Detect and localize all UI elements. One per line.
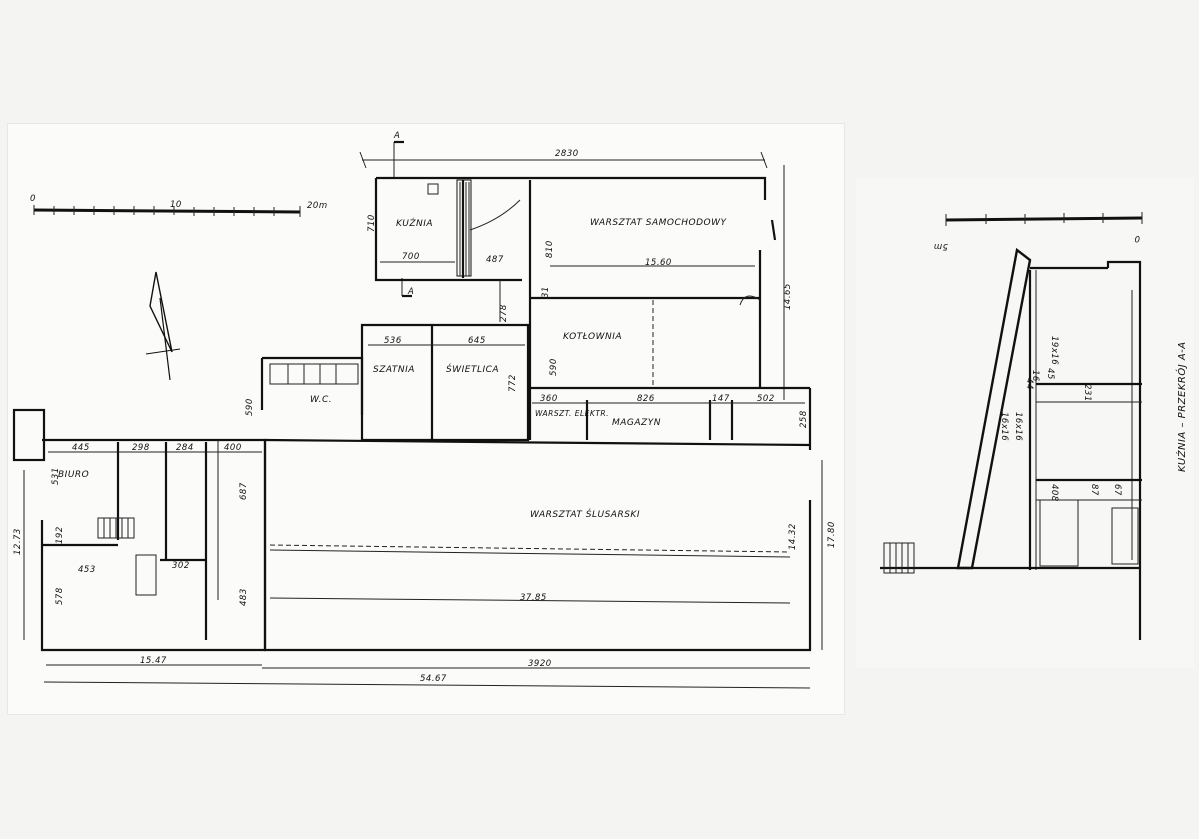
dim-645: 645: [468, 336, 486, 346]
dim-578: 578: [55, 587, 65, 605]
dim-1465: 14.65: [783, 283, 793, 310]
dim-710: 710: [367, 214, 377, 232]
dim-284: 284: [176, 443, 194, 453]
sec-dim-16: 16: [1030, 370, 1040, 382]
dim-31: 31: [541, 286, 551, 298]
dim-192: 192: [55, 526, 65, 544]
sec-dim-16x16-a: 16x16: [999, 412, 1009, 441]
scale-zero-label: 0: [30, 194, 36, 204]
dim-590b: 590: [245, 398, 255, 416]
dim-810: 810: [545, 240, 555, 258]
sec-dim-44: 44: [1024, 378, 1034, 390]
dim-298: 298: [132, 443, 150, 453]
sec-dim-16x16-b: 16x16: [1013, 412, 1023, 441]
dim-5467: 54.67: [420, 674, 447, 684]
dim-1780: 17.80: [827, 521, 837, 548]
scale-bar: 0 10 20m: [30, 194, 328, 217]
dim-445: 445: [72, 443, 90, 453]
dim-278: 278: [499, 304, 509, 322]
room-kotlownia: KOTŁOWNIA: [563, 332, 622, 342]
room-swietlica: ŚWIETLICA: [446, 363, 499, 375]
dim-360: 360: [540, 394, 558, 404]
room-magazyn: MAGAZYN: [612, 418, 661, 428]
north-arrow-icon: [145, 271, 181, 381]
room-warsztat-samochodowy: WARSZTAT SAMOCHODOWY: [590, 218, 728, 228]
dim-453: 453: [78, 565, 96, 575]
room-warsztat-slusarski: WARSZTAT ŚLUSARSKI: [530, 508, 640, 520]
room-szatnia: SZATNIA: [373, 365, 415, 375]
dim-147: 147: [712, 394, 730, 404]
sec-dim-87: 87: [1089, 484, 1099, 496]
dim-772: 772: [508, 374, 518, 392]
dim-400: 400: [224, 443, 242, 453]
dim-2830: 2830: [555, 149, 579, 159]
scale-twenty-label: 20m: [307, 201, 328, 211]
section-paper: [856, 178, 1194, 668]
section-title: KUŹNIA – PRZEKRÓJ A-A: [1175, 341, 1188, 472]
dim-700: 700: [402, 252, 420, 262]
sec-dim-67: 67: [1112, 484, 1122, 496]
sec-dim-19x16: 19x16: [1049, 336, 1059, 365]
section-scale-zero: 0: [1134, 233, 1140, 243]
dim-487: 487: [486, 255, 504, 265]
dim-502: 502: [757, 394, 775, 404]
dim-1547: 15.47: [140, 656, 167, 666]
plan-paper: [8, 124, 844, 714]
scale-ten-label: 10: [170, 200, 182, 210]
room-warsztat-elektr: WARSZT. ELEKTR.: [535, 409, 609, 418]
section-mark-top: A: [393, 131, 400, 141]
dim-258: 258: [799, 410, 809, 428]
floor-plan: 2830 A A KUŹNIA 710 700 487: [12, 131, 837, 689]
room-wc: W.C.: [310, 395, 332, 405]
dim-1560: 15.60: [645, 258, 672, 268]
dim-590a: 590: [549, 358, 559, 376]
section-scale-five: 5m: [933, 241, 948, 251]
dim-3785: 37.85: [520, 593, 547, 603]
room-kuznia: KUŹNIA: [396, 217, 433, 229]
sec-dim-45: 45: [1045, 368, 1055, 380]
dim-483: 483: [239, 588, 249, 606]
dim-536: 536: [384, 336, 402, 346]
room-biuro: BIURO: [58, 470, 89, 480]
dim-1432: 14.32: [788, 523, 798, 550]
sec-dim-231: 231: [1082, 384, 1092, 402]
dim-302: 302: [172, 561, 190, 571]
dim-3920: 3920: [528, 659, 552, 669]
section-a-a: 0 5m 19x16 44 16 45 23: [880, 212, 1188, 640]
section-mark-bottom: A: [407, 287, 414, 297]
dim-826: 826: [637, 394, 655, 404]
dim-687: 687: [239, 482, 249, 500]
dim-1273: 12.73: [13, 528, 23, 555]
dim-531: 531: [51, 467, 61, 485]
sec-dim-408: 408: [1049, 484, 1059, 502]
